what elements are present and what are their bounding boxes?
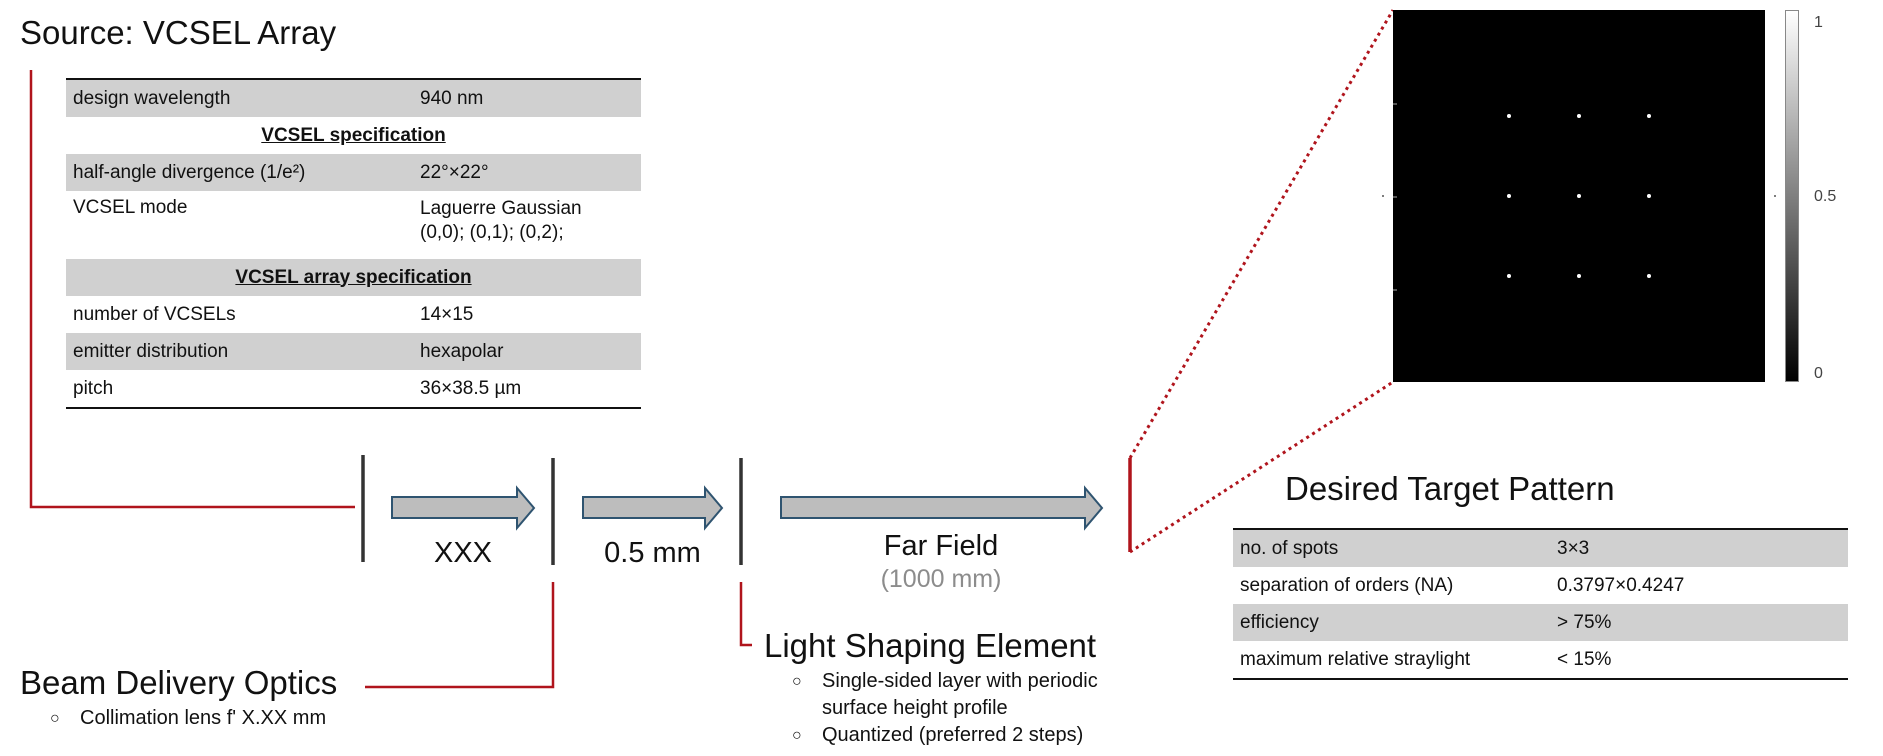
bullet-icon: ○ xyxy=(50,710,60,728)
target-spot xyxy=(1507,194,1511,198)
row-label: maximum relative straylight xyxy=(1240,648,1471,670)
source-spec-table-wrap: design wavelength 940 nm VCSEL specifica… xyxy=(66,78,641,409)
faint-spot xyxy=(1382,195,1384,197)
beam-delivery-connector-line xyxy=(365,582,555,689)
target-spot xyxy=(1647,194,1651,198)
row-label: half-angle divergence (1/e²) xyxy=(66,154,413,191)
zoom-line-top xyxy=(1128,9,1395,459)
arrow-1 xyxy=(391,485,536,531)
target-spot xyxy=(1647,274,1651,278)
table-row: half-angle divergence (1/e²) 22°×22° xyxy=(66,154,641,191)
bullet-text: Single-sided layer with periodic surface… xyxy=(822,670,1098,719)
beam-delivery-bullet: ○ Collimation lens f' X.XX mm xyxy=(50,705,326,732)
beam-delivery-title: Beam Delivery Optics xyxy=(20,664,338,701)
plot-tick xyxy=(1393,103,1397,105)
table-row: VCSEL mode Laguerre Gaussian (0,0); (0,1… xyxy=(66,191,641,259)
source-title: Source: VCSEL Array xyxy=(20,14,337,51)
bullet-icon: ○ xyxy=(792,673,802,690)
row-value: hexapolar xyxy=(413,333,641,370)
colorbar xyxy=(1785,10,1799,382)
arrow-2 xyxy=(582,485,724,531)
table-row: emitter distribution hexapolar xyxy=(66,333,641,370)
plot-tick xyxy=(1393,289,1397,291)
lse-title: Light Shaping Element xyxy=(764,627,1097,664)
far-field-label: Far Field xyxy=(883,530,999,562)
row-value: 14×15 xyxy=(420,303,474,325)
arrow-3 xyxy=(780,485,1104,531)
far-field-distance-label: (1000 mm) xyxy=(880,565,1002,593)
row-value: > 75% xyxy=(1550,604,1848,641)
target-pattern-plot xyxy=(1382,10,1776,382)
row-value: 940 nm xyxy=(413,79,641,117)
table-row: maximum relative straylight < 15% xyxy=(1233,641,1848,679)
table-row: separation of orders (NA) 0.3797×0.4247 xyxy=(1233,567,1848,604)
bullet-text: Collimation lens f' X.XX mm xyxy=(80,707,327,729)
distance-label-2: 0.5 mm xyxy=(604,537,701,569)
row-value: Laguerre Gaussian (0,0); (0,1); (0,2); xyxy=(420,198,582,243)
row-label: no. of spots xyxy=(1233,529,1550,567)
section-header: VCSEL specification xyxy=(261,124,446,146)
row-value: 3×3 xyxy=(1550,529,1848,567)
plot-tick xyxy=(1393,196,1397,198)
bullet-icon: ○ xyxy=(792,727,802,745)
target-spot xyxy=(1577,194,1581,198)
target-spot xyxy=(1507,114,1511,118)
row-label: pitch xyxy=(73,377,114,399)
table-row: no. of spots 3×3 xyxy=(1233,529,1848,567)
target-spot xyxy=(1577,114,1581,118)
row-value: 36×38.5 µm xyxy=(420,377,522,399)
lse-connector-line xyxy=(739,582,752,647)
target-spec-table-wrap: no. of spots 3×3 separation of orders (N… xyxy=(1233,528,1848,680)
row-label: design wavelength xyxy=(66,79,413,117)
source-spec-table: design wavelength 940 nm VCSEL specifica… xyxy=(66,78,641,409)
table-row-header: VCSEL array specification xyxy=(66,259,641,296)
row-label: VCSEL mode xyxy=(73,197,188,218)
table-row: efficiency > 75% xyxy=(1233,604,1848,641)
distance-label-1: XXX xyxy=(433,537,493,569)
row-value: 0.3797×0.4247 xyxy=(1557,574,1685,596)
section-header: VCSEL array specification xyxy=(66,259,641,296)
table-row: design wavelength 940 nm xyxy=(66,79,641,117)
target-spec-table: no. of spots 3×3 separation of orders (N… xyxy=(1233,528,1848,680)
colorbar-tick-mid: 0.5 xyxy=(1814,188,1837,205)
row-value: 22°×22° xyxy=(413,154,641,191)
table-row: number of VCSELs 14×15 xyxy=(66,296,641,333)
target-spot xyxy=(1577,274,1581,278)
row-label: emitter distribution xyxy=(66,333,413,370)
row-value: < 15% xyxy=(1557,648,1612,670)
row-label: number of VCSELs xyxy=(73,303,236,325)
row-label: efficiency xyxy=(1233,604,1550,641)
target-spot xyxy=(1507,274,1511,278)
faint-spot xyxy=(1774,195,1776,197)
lse-bullet-2: ○ Quantized (preferred 2 steps) xyxy=(792,722,1083,749)
colorbar-tick-max: 1 xyxy=(1814,14,1823,31)
source-connector-line xyxy=(29,70,355,509)
table-row: pitch 36×38.5 µm xyxy=(66,370,641,408)
row-label: separation of orders (NA) xyxy=(1240,574,1454,596)
table-row-header: VCSEL specification xyxy=(66,117,641,154)
zoom-line-bottom xyxy=(1129,380,1394,554)
colorbar-tick-min: 0 xyxy=(1814,365,1823,382)
bullet-text: Quantized (preferred 2 steps) xyxy=(822,724,1084,746)
target-spot xyxy=(1647,114,1651,118)
target-title: Desired Target Pattern xyxy=(1285,470,1615,507)
lse-bullet-1: ○ Single-sided layer with periodic surfac… xyxy=(792,668,1152,722)
